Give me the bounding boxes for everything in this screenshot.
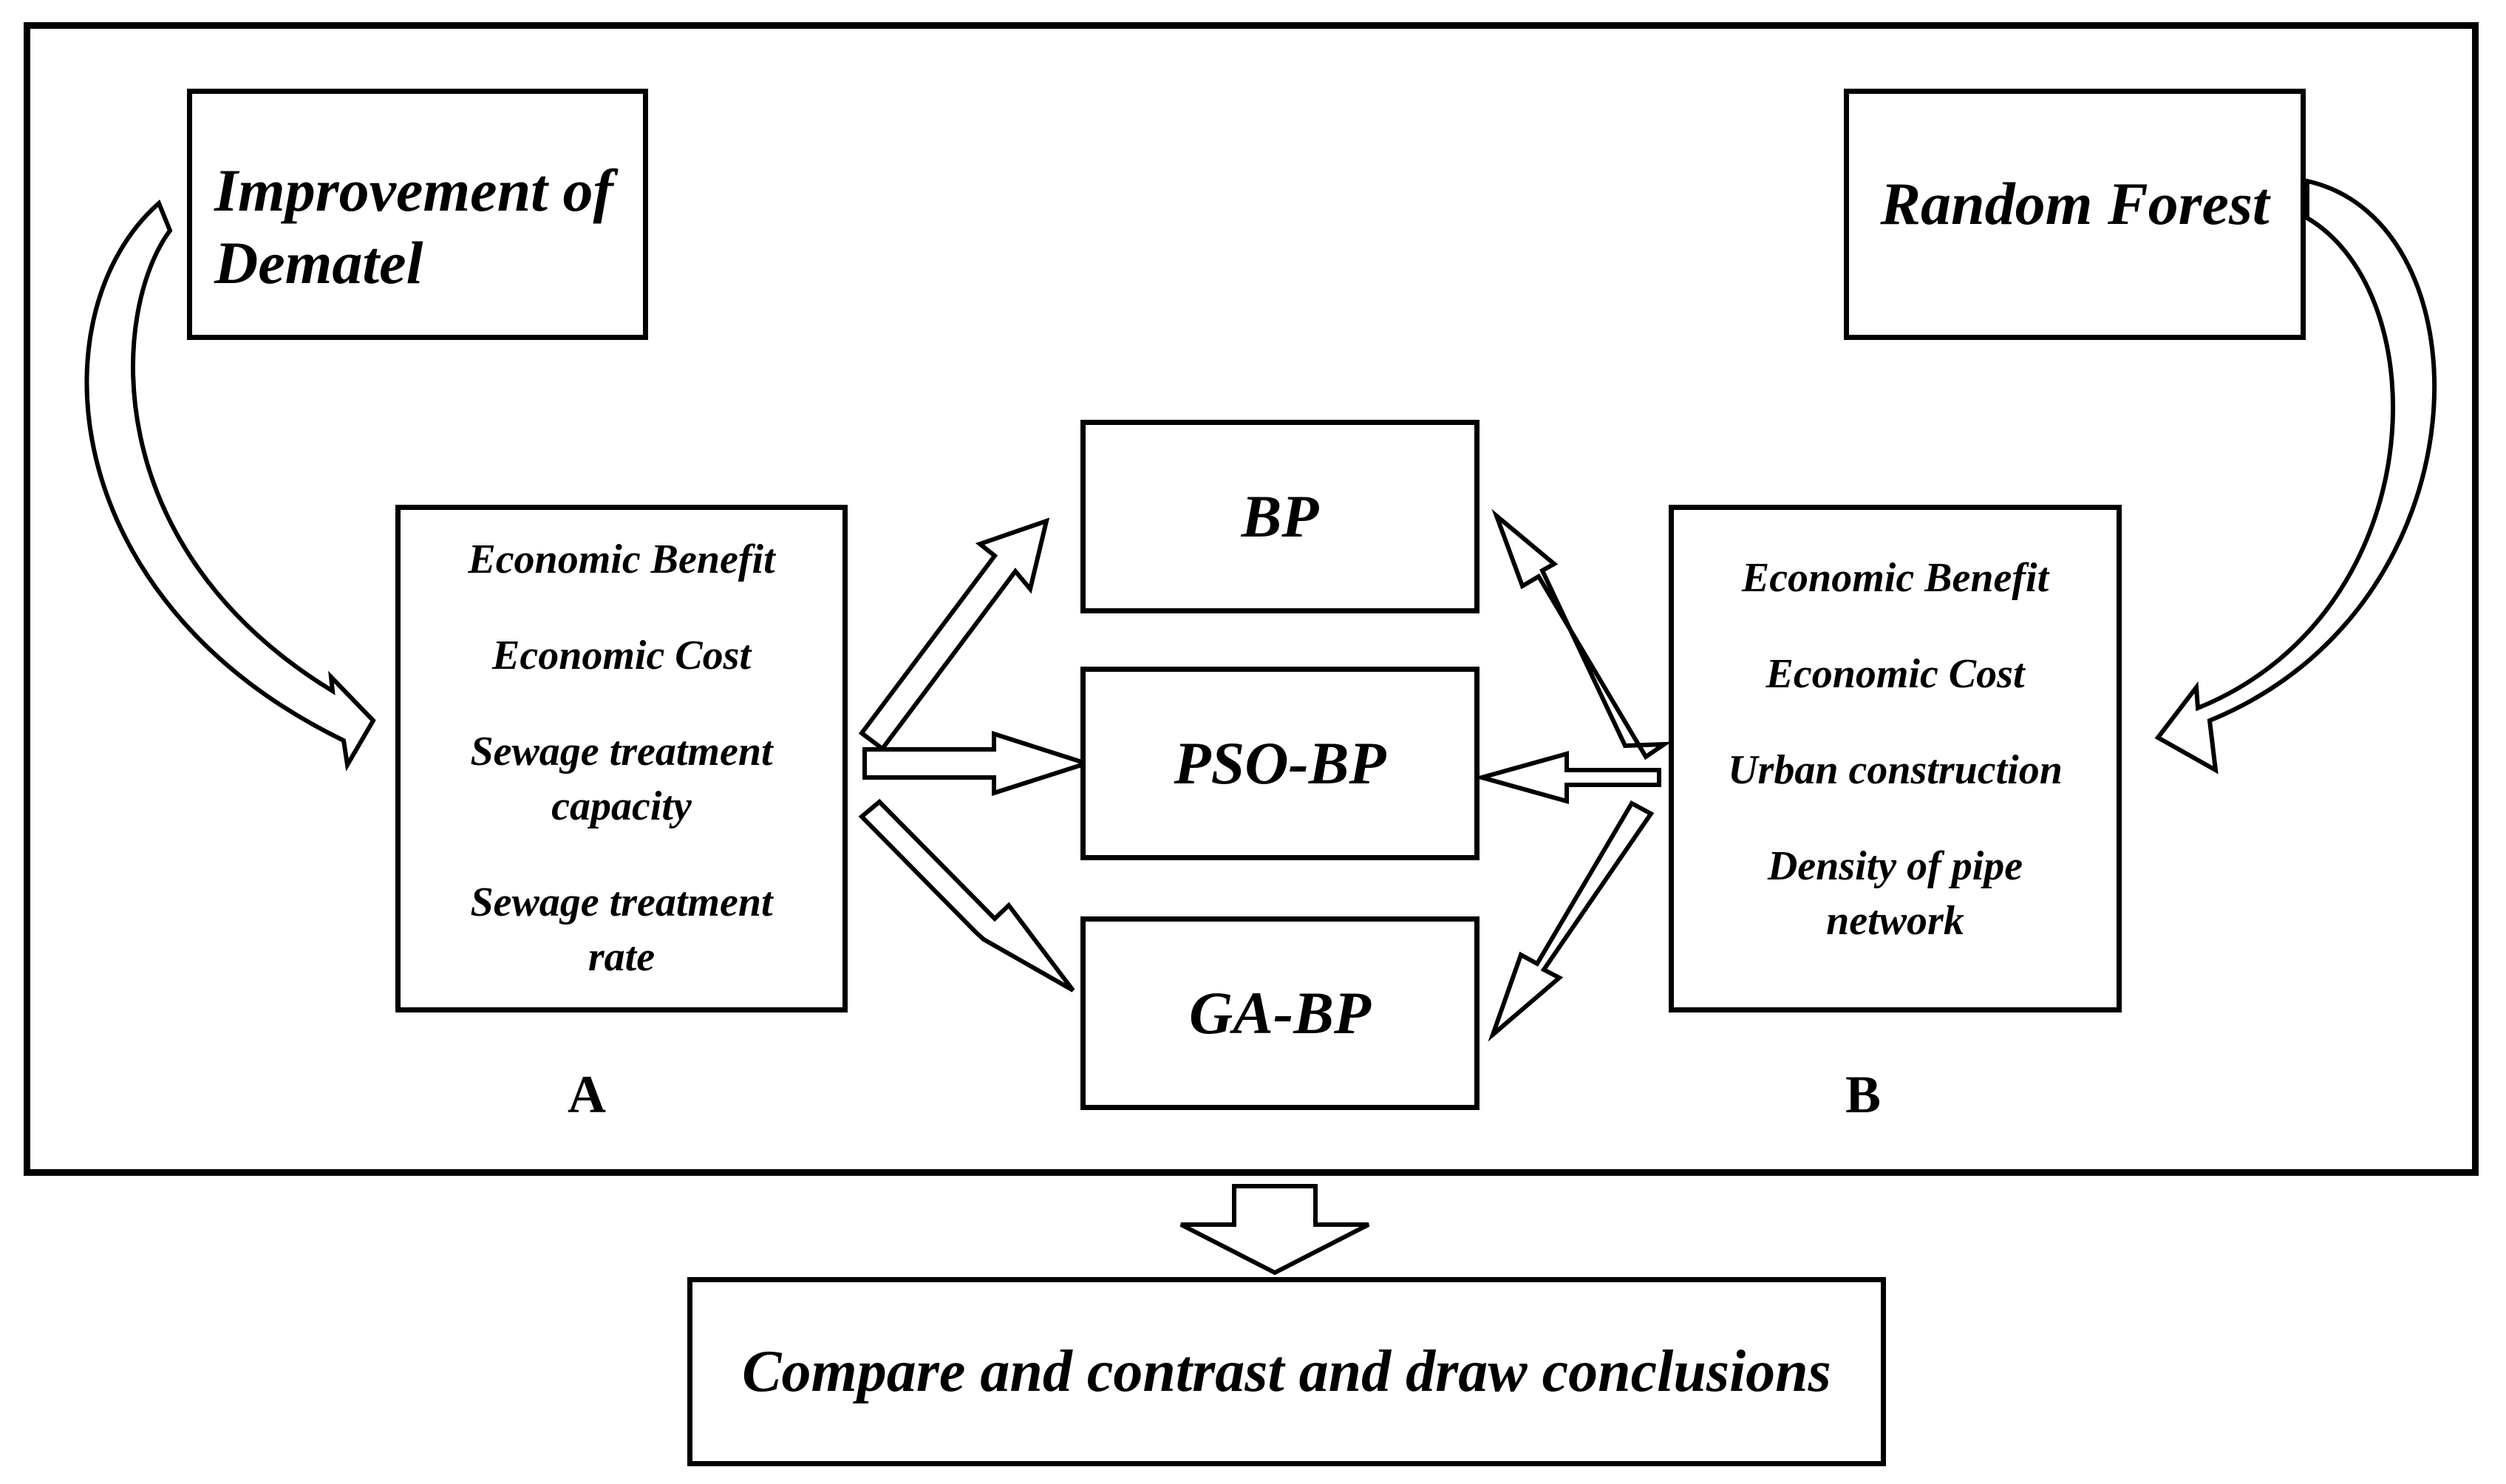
group-b-label: B: [1845, 1065, 1882, 1124]
arrow-b-to-psobp: [1473, 751, 1661, 804]
random-forest-box: Random Forest: [1844, 89, 2306, 340]
curved-arrow-randomforest-to-b: [2154, 178, 2437, 775]
model-box-bp: BP: [1080, 420, 1480, 613]
group-a-item: Economic Benefit: [468, 537, 775, 582]
arrow-a-to-psobp: [862, 730, 1094, 797]
group-a-label: A: [568, 1065, 606, 1124]
model-label: PSO-BP: [1174, 729, 1386, 797]
indicator-group-b: Economic Benefit Economic Cost Urban con…: [1669, 505, 2122, 1012]
curved-arrow-dematel-to-a: [84, 199, 376, 772]
random-forest-title: Random Forest: [1880, 170, 2270, 237]
group-a-item: Sewage treatment capacity: [470, 729, 773, 829]
group-a-item: Sewage treatment rate: [470, 879, 773, 980]
arrow-b-to-bp: [1491, 508, 1672, 760]
group-b-item: Urban construction: [1728, 747, 2063, 793]
model-comparison-frame: [24, 22, 2479, 1176]
model-label: BP: [1241, 483, 1319, 550]
group-a-item: Economic Cost: [491, 633, 752, 678]
conclusion-text: Compare and contrast and draw conclusion…: [742, 1338, 1831, 1404]
group-b-item: Economic Benefit: [1741, 555, 2049, 601]
arrow-down-to-conclusion: [1179, 1184, 1370, 1276]
dematel-box: Improvement of Dematel: [187, 89, 648, 340]
arrow-a-to-gabp: [858, 798, 1075, 993]
dematel-title: Improvement of Dematel: [214, 157, 613, 296]
arrow-b-to-gabp: [1488, 800, 1655, 1042]
model-label: GA-BP: [1189, 979, 1371, 1046]
group-b-item: Economic Cost: [1766, 651, 2025, 697]
model-box-ga-bp: GA-BP: [1080, 916, 1480, 1110]
arrow-a-to-bp: [858, 517, 1050, 752]
indicator-group-a: Economic Benefit Economic Cost Sewage tr…: [395, 505, 848, 1012]
conclusion-box: Compare and contrast and draw conclusion…: [687, 1277, 1886, 1466]
model-box-pso-bp: PSO-BP: [1080, 667, 1480, 860]
group-b-item: Density of pipe network: [1767, 843, 2023, 944]
